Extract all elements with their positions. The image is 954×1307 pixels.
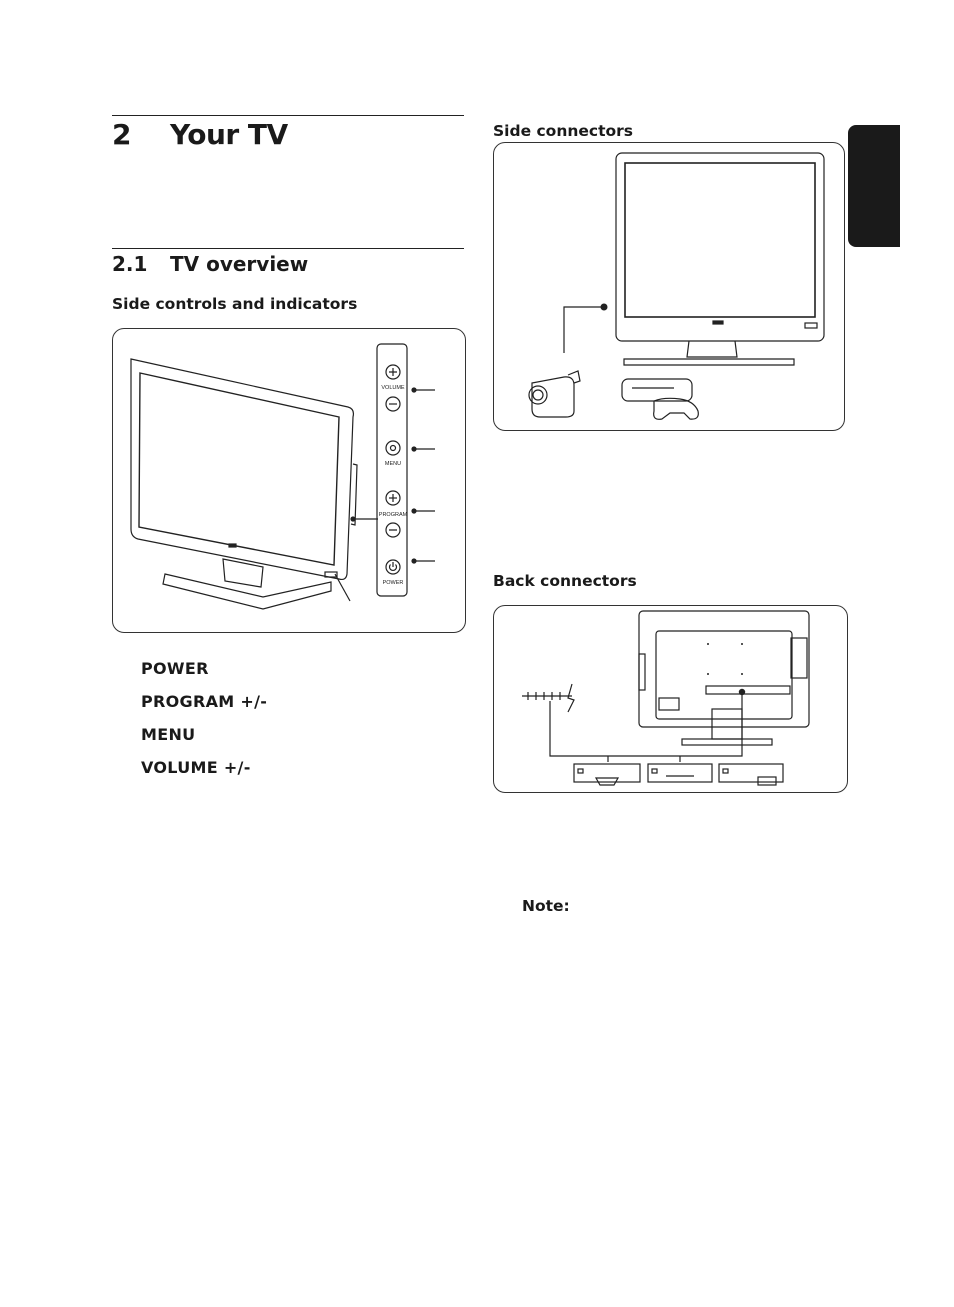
panel-label-power: POWER <box>383 580 404 586</box>
tv-back-connectors-illustration <box>522 610 810 786</box>
legend-item-power: POWER <box>141 659 209 678</box>
section-rule <box>112 248 464 249</box>
panel-label-menu: MENU <box>385 461 401 467</box>
panel-label-program: PROGRAM <box>379 512 408 518</box>
language-tab <box>848 125 900 247</box>
section-number: 2.1 <box>112 252 148 276</box>
side-controls-figure: VOLUME MENU PROGRAM POWER <box>112 328 466 633</box>
legend-item-volume: VOLUME +/- <box>141 758 251 777</box>
panel-label-volume: VOLUME <box>381 385 405 391</box>
note-label: Note: <box>522 897 570 915</box>
chapter-rule <box>112 115 464 116</box>
legend-item-program: PROGRAM +/- <box>141 692 268 711</box>
side-connectors-heading: Side connectors <box>493 122 634 140</box>
chapter-title: Your TV <box>170 118 288 151</box>
tv-side-connectors-illustration <box>528 152 825 420</box>
back-connectors-heading: Back connectors <box>493 572 637 590</box>
side-controls-heading: Side controls and indicators <box>112 295 358 313</box>
side-connectors-figure <box>493 142 845 431</box>
chapter-number: 2 <box>112 118 132 151</box>
tv-side-controls-illustration: VOLUME MENU PROGRAM POWER <box>130 343 435 610</box>
legend-item-menu: MENU <box>141 725 196 744</box>
section-title: TV overview <box>170 252 309 276</box>
back-connectors-figure <box>493 605 848 793</box>
